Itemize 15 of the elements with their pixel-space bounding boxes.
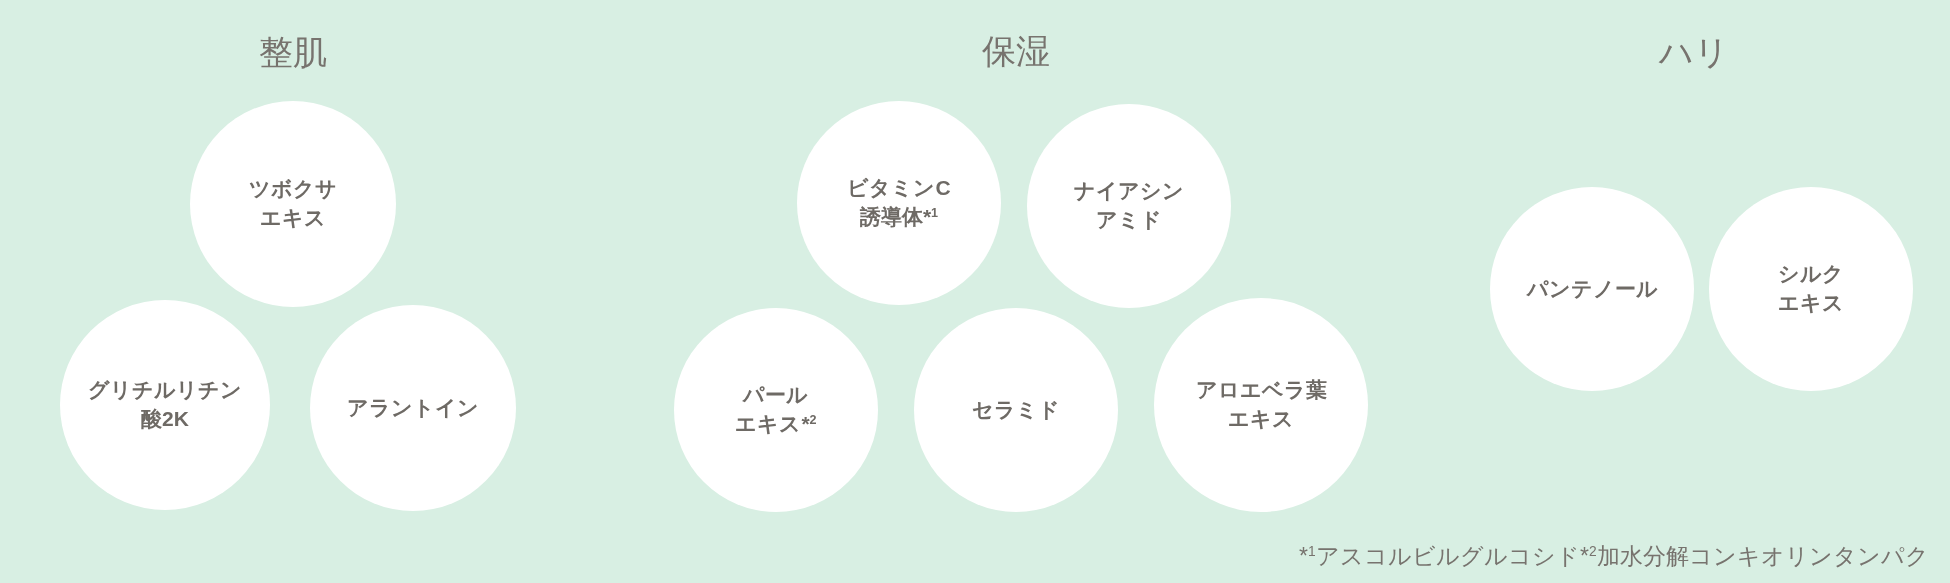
ingredient-name: ツボクサエキス bbox=[248, 176, 338, 231]
ingredient-name: アロエベラ葉エキス bbox=[1194, 377, 1328, 432]
category-heading: ハリ bbox=[1659, 31, 1729, 73]
footnote-text: *$^{1}$アスコルビルグルコシド bbox=[1299, 543, 1580, 571]
footnote-text: *$^{2}$加水分解コンキオリンタンパク bbox=[1580, 543, 1929, 571]
ingredient-name: グリチルリチン酸2K bbox=[87, 377, 243, 432]
ingredient-name: セラミド bbox=[972, 396, 1060, 423]
ingredient-name: パンテノール bbox=[1526, 275, 1658, 302]
ingredient-name: ナイアシンアミド bbox=[1073, 178, 1185, 233]
category-heading: 整肌 bbox=[259, 31, 327, 73]
ingredient-name: アラントイン bbox=[347, 394, 479, 421]
ingredient-name: シルクエキス bbox=[1777, 261, 1845, 316]
category-heading: 保湿 bbox=[982, 30, 1050, 72]
ingredient-name: パールエキス*$^{2}$ bbox=[735, 382, 817, 437]
ingredient-name: ビタミンC誘導体*$^{1}$ bbox=[846, 175, 952, 230]
